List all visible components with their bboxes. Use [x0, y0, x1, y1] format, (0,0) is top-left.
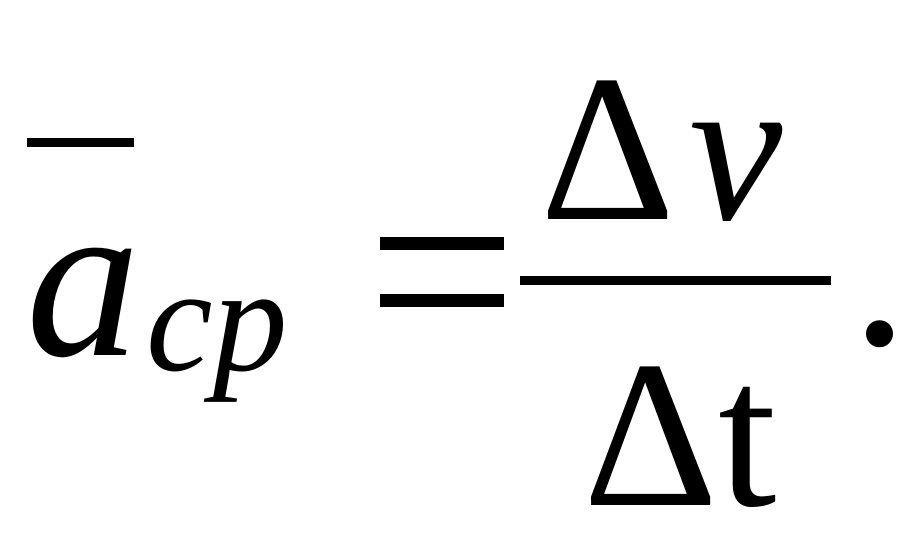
- numerator-delta: Δ: [540, 33, 676, 265]
- trailing-period: .: [851, 142, 908, 394]
- equals-sign-top-bar: [380, 237, 504, 250]
- velocity-symbol: ν: [689, 33, 783, 265]
- acceleration-subscript: cp: [146, 237, 288, 403]
- equals-sign: [380, 237, 504, 307]
- fraction-bar: [520, 276, 831, 285]
- fraction-numerator: Δν: [540, 44, 782, 254]
- fraction-denominator: Δt: [583, 319, 777, 551]
- vector-overbar: [27, 138, 134, 147]
- equals-sign-bottom-bar: [380, 294, 504, 307]
- acceleration-symbol: a: [26, 153, 140, 405]
